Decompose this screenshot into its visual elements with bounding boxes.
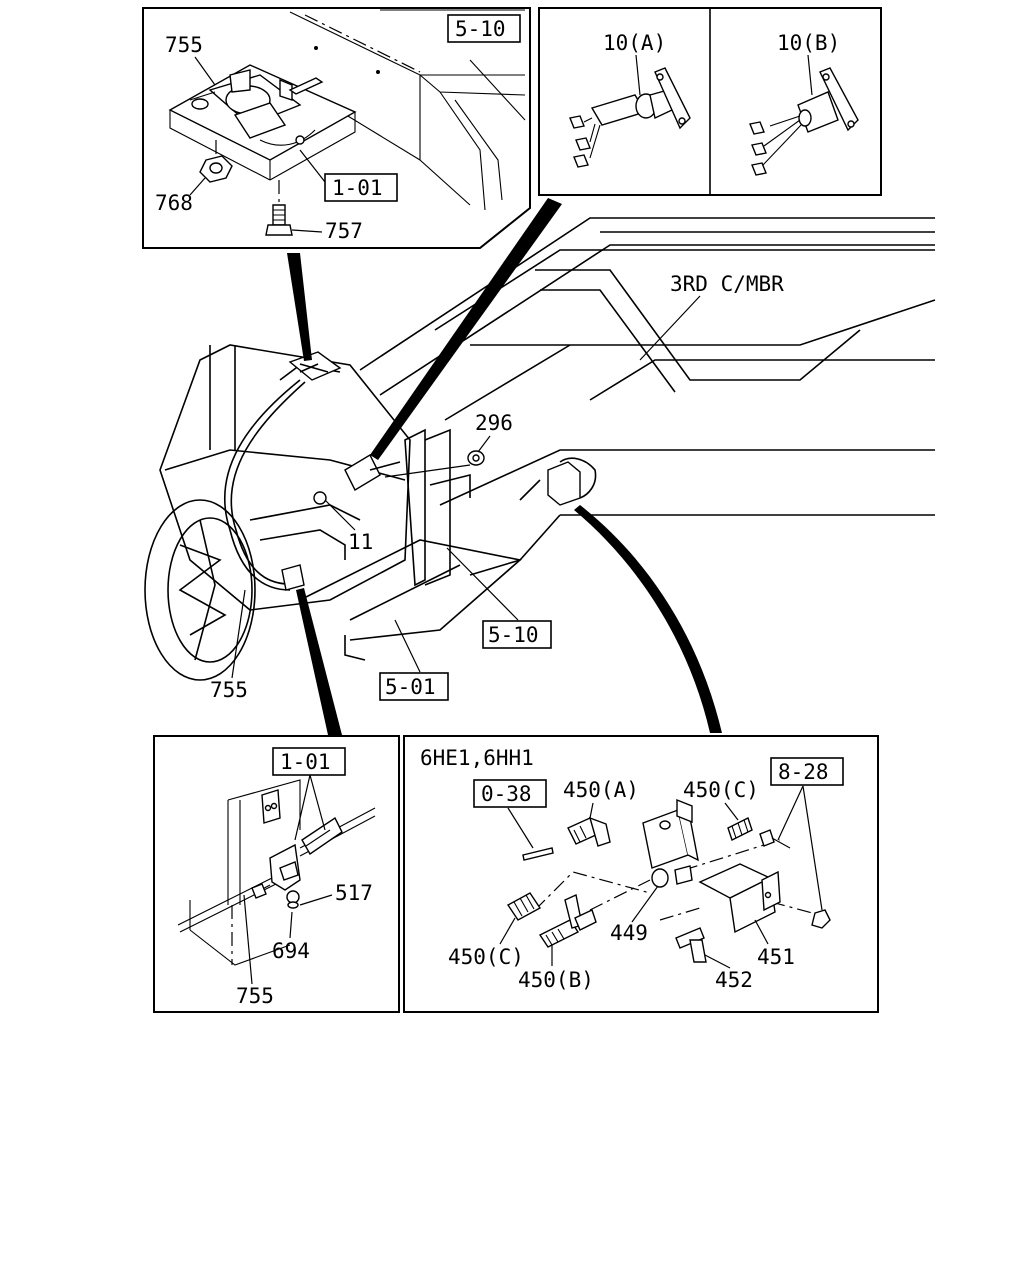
panel-top-left	[142, 7, 531, 249]
part-10b-label: 10(B)	[777, 31, 840, 55]
part-451-label: 451	[757, 945, 795, 969]
part-517-label: 517	[335, 881, 373, 905]
part-450c-top-label: 450(C)	[683, 778, 759, 802]
part-694-label: 694	[272, 939, 310, 963]
ref-box-5-01-main	[379, 672, 449, 701]
ref-box-8-28	[770, 757, 844, 786]
part-11-label: 11	[348, 530, 373, 554]
ref-8-28-text: 8-28	[778, 760, 829, 784]
part-450c-bottom-label: 450(C)	[448, 945, 524, 969]
ref-1-01-top-text: 1-01	[332, 176, 383, 200]
part-296-label: 296	[475, 411, 513, 435]
part-452-label: 452	[715, 968, 753, 992]
ref-0-38-text: 0-38	[481, 782, 532, 806]
part-755-label-top: 755	[165, 33, 203, 57]
engine-note-label: 6HE1,6HH1	[420, 746, 534, 770]
ref-box-1-01-bottom	[272, 747, 346, 776]
callout-wedge-top-left	[287, 253, 312, 361]
ref-5-01-main-text: 5-01	[385, 675, 436, 699]
ref-box-5-10-top	[447, 14, 521, 43]
ref-box-0-38	[473, 779, 547, 808]
part-449-label: 449	[610, 921, 648, 945]
ref-5-10-top-text: 5-10	[455, 17, 506, 41]
part-450a-label: 450(A)	[563, 778, 639, 802]
part-450b-label: 450(B)	[518, 968, 594, 992]
part-755-label-main: 755	[210, 678, 248, 702]
ref-box-5-10-main	[482, 620, 552, 649]
part-768-label: 768	[155, 191, 193, 215]
part-757-label: 757	[325, 219, 363, 243]
ref-1-01-bottom-text: 1-01	[280, 750, 331, 774]
main-chassis-view	[144, 217, 936, 681]
panel-top-right	[538, 7, 882, 196]
ref-5-10-main-text: 5-10	[488, 623, 539, 647]
ref-box-1-01-top	[324, 173, 398, 202]
callout-wedge-top-right	[370, 198, 562, 460]
part-10a-label: 10(A)	[603, 31, 666, 55]
part-755-label-bottom: 755	[236, 984, 274, 1008]
callout-wedge-bottom-right	[574, 505, 722, 733]
panel-bottom-left	[153, 735, 400, 1013]
callout-wedge-bottom-left	[296, 588, 342, 735]
third-crossmember-label: 3RD C/MBR	[670, 272, 784, 296]
